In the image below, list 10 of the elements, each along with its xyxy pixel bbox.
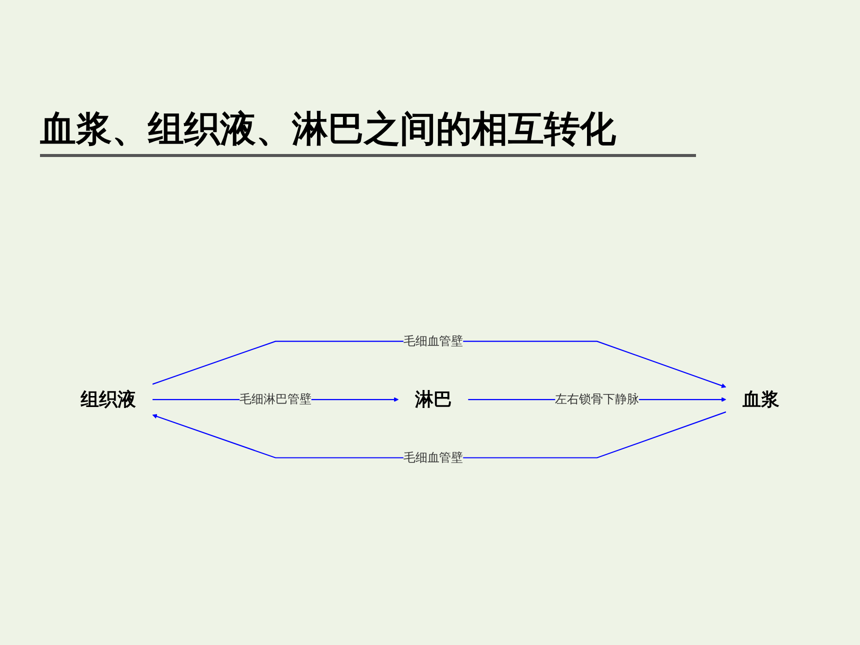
edge-label: 毛细血管壁 [403, 334, 464, 349]
arrow [152, 412, 726, 459]
edge-label: 左右锁骨下静脉 [555, 393, 639, 407]
node-text: 淋巴 [414, 388, 452, 411]
node-text: 组织液 [80, 388, 136, 411]
node-text: 血浆 [742, 388, 780, 411]
slide-title: 血浆、组织液、淋巴之间的相互转化 [40, 105, 696, 157]
arrow [152, 341, 726, 388]
edge-label: 毛细血管壁 [403, 451, 464, 466]
edge-label: 毛细淋巴管壁 [240, 393, 312, 407]
